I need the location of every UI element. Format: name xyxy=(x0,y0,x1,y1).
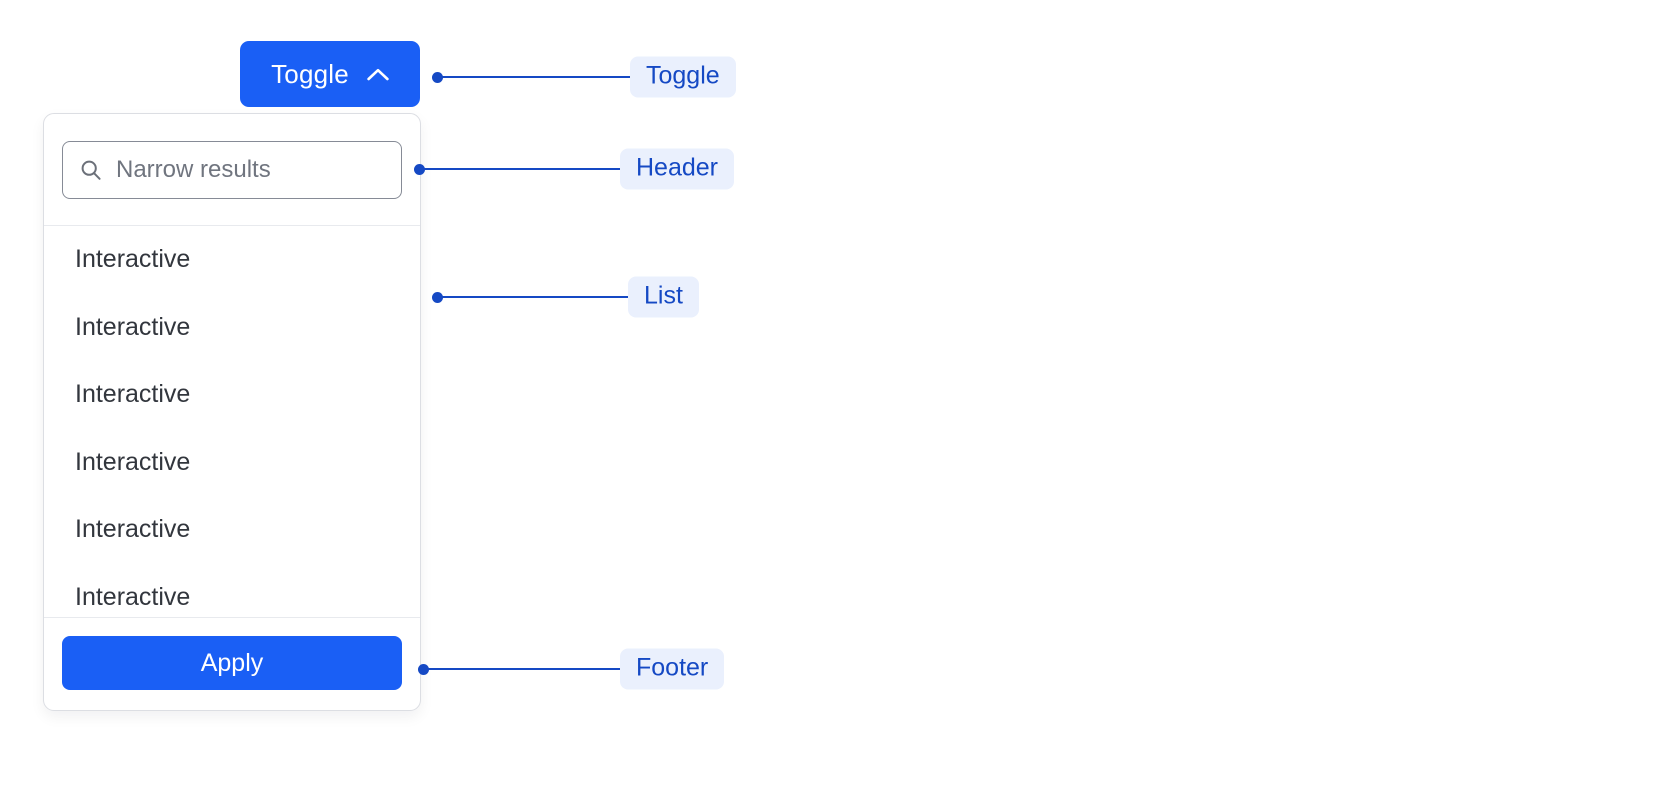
list-item-label: Interactive xyxy=(75,245,191,274)
toggle-button[interactable]: Toggle xyxy=(240,41,420,107)
search-icon xyxy=(79,158,103,182)
list-item-label: Interactive xyxy=(75,582,191,611)
annotation-line xyxy=(423,668,623,670)
list-item[interactable]: Interactive xyxy=(44,496,420,564)
list-item[interactable]: Interactive xyxy=(44,294,420,362)
list-item[interactable]: Interactive xyxy=(44,361,420,429)
panel-footer: Apply xyxy=(44,617,420,710)
panel-list: Interactive Interactive Interactive Inte… xyxy=(44,226,420,617)
list-item-label: Interactive xyxy=(75,447,191,476)
list-item-label: Interactive xyxy=(75,380,191,409)
list-item[interactable]: Interactive xyxy=(44,564,420,618)
annotation-line xyxy=(419,168,623,170)
annotation-line xyxy=(437,76,633,78)
apply-button[interactable]: Apply xyxy=(62,636,402,690)
chevron-up-icon xyxy=(367,68,389,81)
toggle-button-label: Toggle xyxy=(271,59,349,89)
annotation-label: Header xyxy=(620,148,734,190)
list-item[interactable]: Interactive xyxy=(44,226,420,294)
annotation-label: Footer xyxy=(620,648,725,690)
list-item-label: Interactive xyxy=(75,515,191,544)
list-item[interactable]: Interactive xyxy=(44,429,420,497)
dropdown-panel: Interactive Interactive Interactive Inte… xyxy=(43,113,421,711)
list-item-label: Interactive xyxy=(75,312,191,341)
search-field[interactable] xyxy=(62,141,402,199)
annotation-label: Toggle xyxy=(630,56,736,98)
search-input[interactable] xyxy=(116,155,385,185)
panel-header xyxy=(44,114,420,226)
annotation-label: List xyxy=(628,276,699,318)
annotation-line xyxy=(437,296,631,298)
